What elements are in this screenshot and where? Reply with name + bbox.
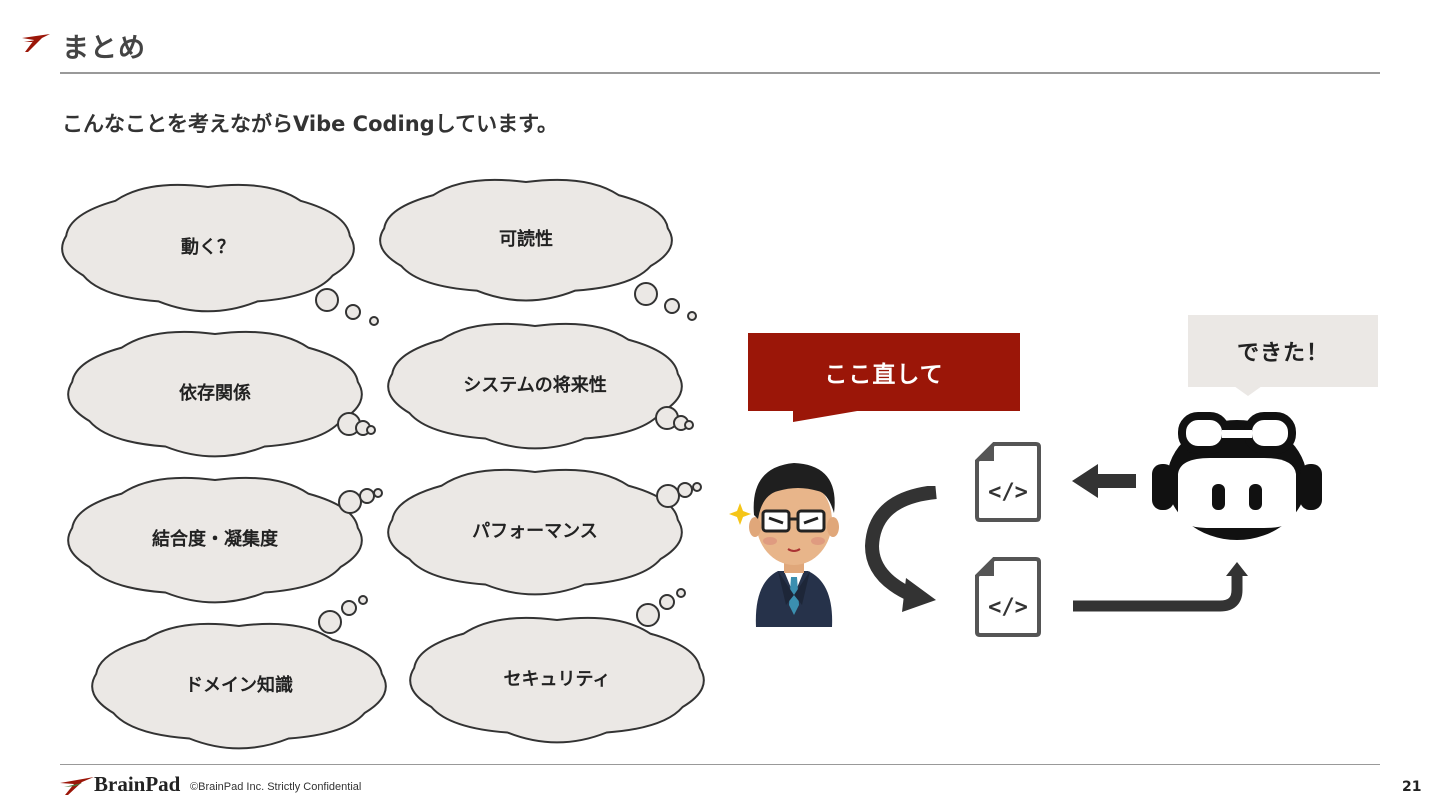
thought-bubble-dot: [656, 484, 680, 508]
done-callout-tail: [1234, 386, 1262, 396]
thought-bubble-dot: [687, 311, 697, 321]
thought-bubble-dot: [664, 298, 680, 314]
ai-robot-icon: [1152, 412, 1322, 540]
thought-cloud-label: ドメイン知識: [185, 675, 293, 696]
footer-divider: [60, 764, 1380, 765]
thought-bubble-dot: [315, 288, 339, 312]
thought-bubble-dot: [373, 488, 383, 498]
thought-bubble-dot: [636, 603, 660, 627]
thought-cloud-label: 依存関係: [179, 383, 251, 404]
cloud-readability: 可読性: [378, 178, 674, 302]
thought-bubble-dot: [677, 482, 693, 498]
footer-logo-text: BrainPad: [94, 772, 181, 796]
thought-bubble-dot: [318, 610, 342, 634]
cloud-dependencies: 依存関係: [66, 330, 364, 458]
businessman-icon: [729, 463, 839, 627]
thought-cloud-shape: [91, 622, 387, 750]
brand-mark-icon: [22, 34, 50, 52]
thought-cloud-label: 結合度・凝集度: [152, 529, 278, 550]
cloud-security: セキュリティ: [408, 616, 706, 744]
thought-cloud-shape: [67, 330, 363, 458]
thought-bubble-dot: [659, 594, 675, 610]
thought-cloud-label: パフォーマンス: [472, 521, 598, 542]
thought-cloud-shape: [409, 616, 705, 744]
thought-bubble-dot: [692, 482, 702, 492]
done-callout: できた！: [1188, 315, 1378, 387]
thought-bubble-dot: [676, 588, 686, 598]
fix-request-callout-tail: [793, 410, 863, 422]
header-divider: [60, 72, 1380, 74]
cloud-future: システムの将来性: [386, 322, 684, 450]
thought-bubble-dot: [338, 490, 362, 514]
thought-bubble-dot: [345, 304, 361, 320]
thought-cloud-shape: [61, 183, 355, 313]
elbow-arrow-icon: [1073, 562, 1248, 612]
thought-cloud-label: 可読性: [499, 229, 553, 250]
cloud-coupling: 結合度・凝集度: [66, 476, 364, 604]
thought-bubble-dot: [634, 282, 658, 306]
cloud-works: 動く？: [60, 183, 356, 313]
thought-bubble-dot: [366, 425, 376, 435]
thought-bubble-dot: [369, 316, 379, 326]
thought-cloud-label: 動く？: [181, 237, 235, 258]
thought-bubble-dot: [684, 420, 694, 430]
code-file-icon: </>: [975, 442, 1041, 522]
thought-cloud-shape: [387, 322, 683, 450]
thought-bubble-dot: [358, 595, 368, 605]
arrow-left-icon: [1072, 464, 1136, 498]
footer-copyright: ©BrainPad Inc. Strictly Confidential: [190, 781, 362, 793]
page-number: 21: [1402, 779, 1422, 795]
thought-bubble-dot: [341, 600, 357, 616]
curved-arrow-icon: [864, 486, 937, 612]
cloud-domain: ドメイン知識: [90, 622, 388, 750]
cloud-performance: パフォーマンス: [386, 468, 684, 596]
thought-cloud-label: システムの将来性: [463, 375, 607, 396]
fix-request-callout: ここ直して: [748, 333, 1020, 411]
page-subtitle: こんなことを考えながらVibe Codingしています。: [62, 112, 558, 136]
svg-text:</>: </>: [988, 480, 1028, 505]
brainpad-logo-icon: [60, 777, 94, 795]
thought-cloud-label: セキュリティ: [503, 669, 611, 690]
thought-cloud-shape: [379, 178, 673, 302]
page-title: まとめ: [62, 33, 146, 64]
code-file-icon: </>: [975, 557, 1041, 637]
svg-text:</>: </>: [988, 595, 1028, 620]
